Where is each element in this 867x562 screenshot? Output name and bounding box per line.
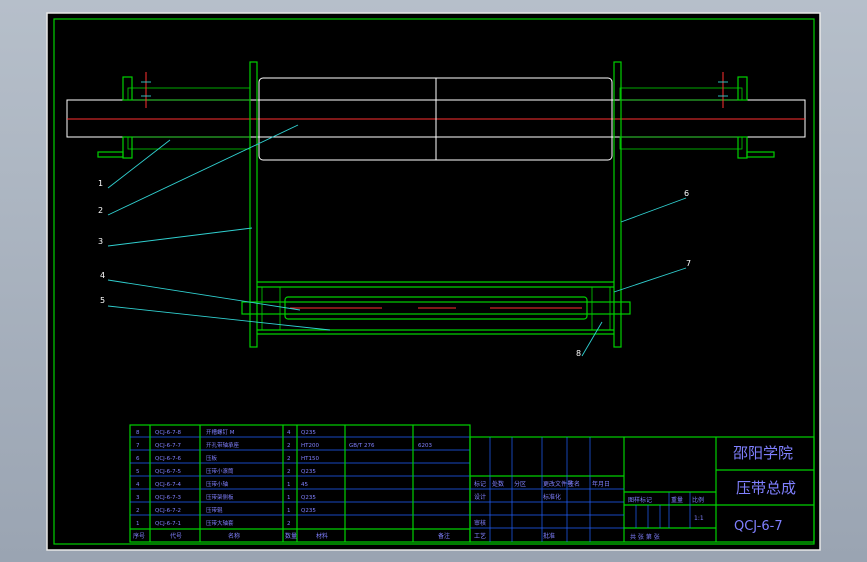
bom-cell-code: QCJ-6-7-8 (155, 430, 182, 436)
drawing-number: QCJ-6-7 (734, 519, 783, 534)
tb-weight-label: 重量 (671, 496, 683, 504)
bom-cell-name: 压带辊 (206, 506, 223, 514)
bom-cell-qty: 4 (287, 430, 291, 436)
tb-label-change: 更改文件号 (543, 480, 573, 488)
tb-scale-label: 图样标记 (628, 496, 652, 504)
bom-cell-no: 1 (136, 521, 140, 527)
bom-cell-name: 压带小滚筒 (206, 467, 234, 475)
bom-cell-name: 压带大轴套 (206, 519, 234, 527)
bom-cell-name: 开孔带轴承座 (206, 441, 240, 449)
bom-cell-code: QCJ-6-7-4 (155, 482, 182, 488)
bom-cell-mat: HT150 (301, 456, 319, 462)
part-label-2: 2 (98, 206, 103, 215)
bom-cell-qty: 1 (287, 482, 291, 488)
bom-cell-mat: Q235 (301, 469, 316, 475)
part-label-6: 6 (684, 189, 689, 198)
bom-cell-code: QCJ-6-7-7 (155, 443, 182, 449)
bom-cell-no: 4 (136, 482, 140, 488)
school-name: 邵阳学院 (733, 444, 793, 462)
bom-cell-name: 压带架侧板 (206, 493, 234, 501)
tb-label-process: 工艺 (474, 532, 486, 540)
right-flange-bottom (737, 136, 748, 159)
bom-cell-code: QCJ-6-7-3 (155, 495, 182, 501)
left-bearing-seat (261, 286, 281, 331)
bom-cell-qty: 2 (287, 521, 291, 527)
tb-ratio-value: 1:1 (694, 515, 704, 522)
tb-label-review: 审核 (474, 519, 486, 527)
drawing-title: 压带总成 (736, 479, 796, 497)
bom-cell-qty: 2 (287, 443, 291, 449)
bom-cell-code: QCJ-6-7-5 (155, 469, 182, 475)
bom-cell-mat: Q235 (301, 508, 316, 514)
bom-cell-qty: 1 (287, 508, 291, 514)
bom-cell-name: 压带小轴 (206, 480, 229, 488)
bom-header-cell: 名称 (228, 532, 240, 540)
bom-cell-extra: GB/T 276 (349, 443, 375, 449)
bom-header-cell: 备注 (438, 532, 450, 540)
bom-cell-mat: Q235 (301, 495, 316, 501)
tb-ratio-label: 比例 (692, 496, 704, 504)
part-label-7: 7 (686, 259, 691, 268)
part-label-8: 8 (576, 349, 581, 358)
title-block: 标记 处数 分区 更改文件号 签名 年月日 设计 标准化 审核 工艺 批准 图样… (469, 436, 815, 543)
bom-header-cell: 代号 (170, 532, 182, 540)
tb-label-mark: 标记 (474, 480, 486, 488)
tb-label-approve: 批准 (543, 532, 555, 540)
bom-cell-mat: HT200 (301, 443, 319, 449)
bom-cell-no: 5 (136, 469, 140, 475)
assembly-view (66, 61, 806, 348)
part-label-group: 1 2 3 4 5 6 7 8 (98, 179, 691, 358)
tb-label-date: 年月日 (592, 480, 610, 488)
bom-cell-no: 7 (136, 443, 140, 449)
part-label-5: 5 (100, 296, 105, 305)
small-shaft (241, 301, 631, 315)
tb-label-design: 设计 (474, 493, 486, 501)
tb-label-standard: 标准化 (543, 493, 561, 501)
drawing-frame (53, 18, 815, 545)
bom-cell-code: QCJ-6-7-1 (155, 521, 181, 527)
bom-cell-name: 压板 (206, 454, 218, 462)
bom-cell-mat: Q235 (301, 430, 316, 436)
leader-lines (107, 124, 687, 357)
right-nut (746, 151, 775, 158)
bom-cell-no: 6 (136, 456, 140, 462)
part-label-1: 1 (98, 179, 103, 188)
left-side-plate (249, 61, 258, 348)
right-flange-top (737, 76, 748, 101)
right-bearing-seat (591, 286, 611, 331)
tb-label-zone: 分区 (514, 480, 526, 488)
bom-cell-mat: 45 (301, 482, 308, 488)
bom-cell-code: QCJ-6-7-6 (155, 456, 182, 462)
right-sleeve-bottom (619, 136, 743, 150)
bom-header-cell: 数量 (285, 532, 297, 540)
part-label-3: 3 (98, 237, 103, 246)
tb-sheet-label: 共 张 第 张 (630, 533, 660, 541)
bom-cell-no: 2 (136, 508, 140, 514)
right-side-plate (613, 61, 622, 348)
bom-header-cell: 材料 (316, 532, 328, 540)
tb-label-count: 处数 (492, 480, 504, 488)
bom-header-cell: 序号 (133, 532, 145, 540)
bom-cell-qty: 1 (287, 495, 291, 501)
bom-cell-no: 3 (136, 495, 140, 501)
right-sleeve-top (619, 87, 743, 101)
bom-cell-name: 开槽螺钉 M (206, 428, 235, 436)
bom-cell-qty: 2 (287, 456, 291, 462)
tb-label-sign: 签名 (568, 480, 580, 488)
bom-cell-note: 6203 (418, 443, 432, 449)
bom-cell-no: 8 (136, 430, 140, 436)
part-label-4: 4 (100, 271, 105, 280)
left-nut (97, 151, 124, 158)
bom-cell-qty: 2 (287, 469, 291, 475)
left-flange-top (122, 76, 133, 101)
left-flange-bottom (122, 136, 133, 159)
bom-cell-code: QCJ-6-7-2 (155, 508, 181, 514)
bill-of-materials (129, 424, 471, 543)
